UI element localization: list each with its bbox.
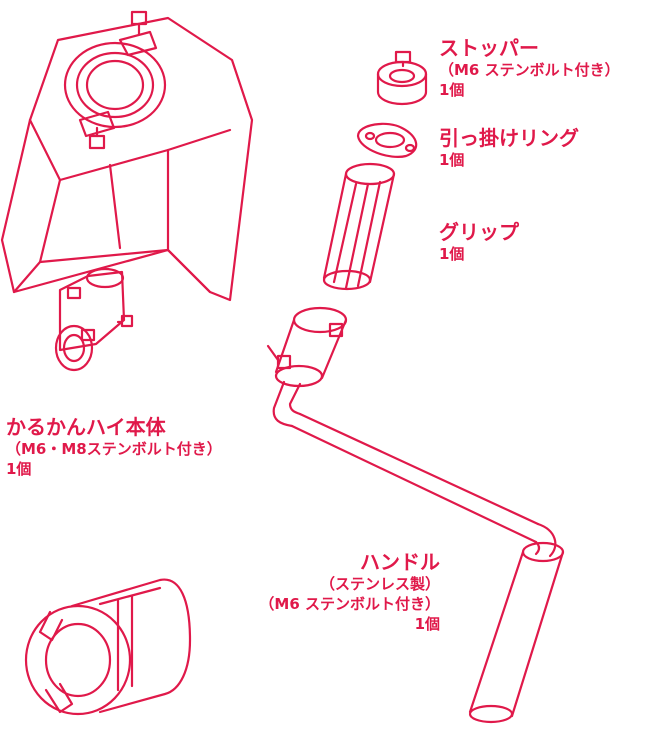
hook-ring-drawing bbox=[356, 122, 418, 158]
grip-label: グリップ 1個 bbox=[439, 222, 519, 262]
main-body-qty: 1個 bbox=[6, 460, 32, 478]
stopper-label: ストッパー （M6 ステンボルト付き） 1個 bbox=[439, 38, 620, 98]
grip-qty: 1個 bbox=[439, 245, 465, 263]
main-body-drawing bbox=[0, 10, 254, 372]
sleeve-drawing bbox=[24, 578, 192, 716]
hook-ring-qty: 1個 bbox=[439, 151, 465, 169]
grip-name: グリップ bbox=[439, 220, 519, 244]
hook-ring-label: 引っ掛けリング 1個 bbox=[439, 128, 579, 168]
handle-spec: （M6 ステンボルト付き） bbox=[259, 595, 440, 613]
main-body-name: かるかんハイ本体 bbox=[6, 415, 166, 439]
stopper-qty: 1個 bbox=[439, 81, 465, 99]
handle-label: ハンドル （ステンレス製） （M6 ステンボルト付き） 1個 bbox=[259, 552, 440, 632]
handle-material: （ステンレス製） bbox=[319, 575, 440, 593]
main-body-spec: （M6・M8ステンボルト付き） bbox=[6, 440, 222, 458]
stopper-spec: （M6 ステンボルト付き） bbox=[439, 61, 620, 79]
handle-qty: 1個 bbox=[414, 615, 440, 633]
main-body-label: かるかんハイ本体 （M6・M8ステンボルト付き） 1個 bbox=[6, 417, 222, 477]
stopper-drawing bbox=[376, 50, 428, 106]
stopper-name: ストッパー bbox=[439, 36, 539, 60]
grip-drawing bbox=[322, 162, 396, 291]
handle-drawing bbox=[266, 306, 565, 724]
handle-name: ハンドル bbox=[360, 550, 440, 574]
hook-ring-name: 引っ掛けリング bbox=[439, 126, 579, 150]
